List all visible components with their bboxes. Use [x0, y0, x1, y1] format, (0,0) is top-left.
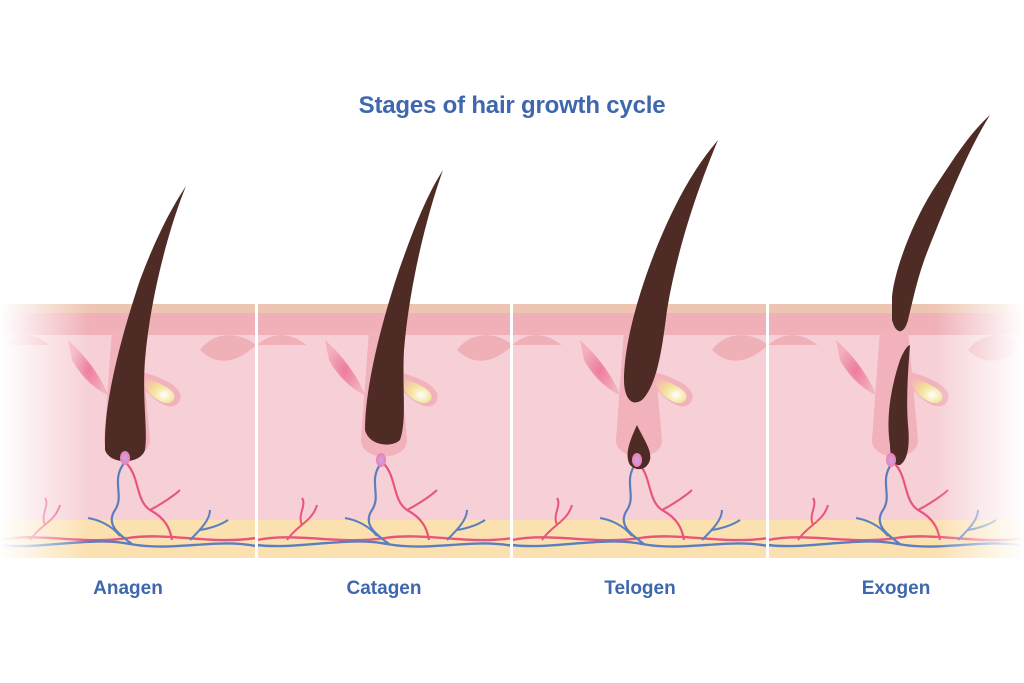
panel-catagen: [255, 170, 515, 560]
panel-telogen: [510, 140, 770, 560]
stage-label-telogen: Telogen: [604, 578, 676, 599]
shedding-hair-icon: [892, 115, 990, 332]
panel-exogen: [766, 115, 1024, 562]
stage-label-catagen: Catagen: [346, 578, 422, 599]
stage-label-exogen: Exogen: [861, 578, 931, 599]
hair-shaft-icon: [105, 186, 186, 462]
hair-shaft-icon: [365, 170, 443, 445]
diagram-title: Stages of hair growth cycle: [358, 92, 666, 119]
new-hair-icon: [888, 345, 910, 466]
hair-shaft-icon: [624, 140, 718, 403]
panel-anagen: [0, 186, 258, 562]
stage-label-anagen: Anagen: [93, 578, 163, 599]
